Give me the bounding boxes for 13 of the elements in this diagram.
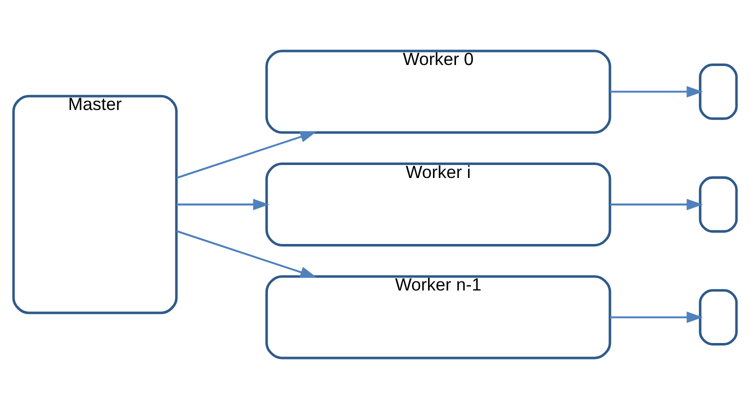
node-box: Master [12, 94, 178, 314]
arrow [176, 198, 270, 210]
node-box: Worker i [265, 162, 612, 246]
node-box: Worker n-1 [265, 274, 612, 359]
arrow [610, 86, 703, 97]
node-box [698, 288, 738, 345]
arrow [610, 198, 703, 210]
node-box [698, 176, 738, 232]
node-box: Worker 0 [265, 49, 612, 134]
arrow [610, 311, 703, 322]
arrow [176, 130, 317, 178]
node-box [698, 63, 738, 120]
arrow [176, 230, 317, 278]
